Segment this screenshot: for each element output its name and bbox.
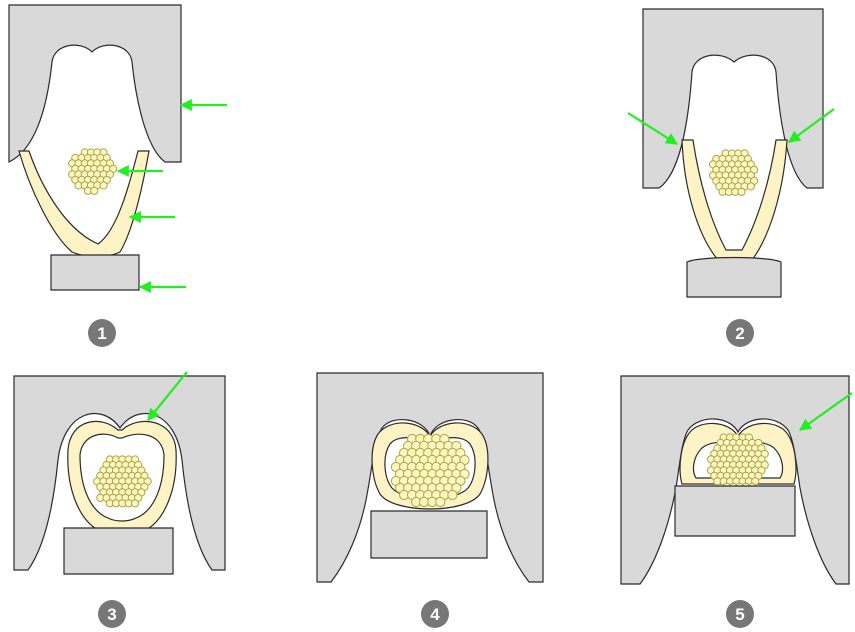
- step-badge-2: 2: [726, 319, 754, 347]
- wire-strand: [99, 181, 108, 190]
- wire-strand: [130, 499, 140, 508]
- step-5-upper-die: [620, 375, 850, 585]
- step-3-wire-bundle: [93, 455, 152, 508]
- step-1-diagram: [8, 4, 227, 294]
- step-2-terminal: [681, 139, 788, 261]
- step-1-wire-bundle: [68, 148, 118, 195]
- step-badge-4: 4: [421, 600, 449, 628]
- step-badge-1: 1: [88, 319, 116, 347]
- wire-strand: [90, 186, 99, 195]
- step-4-diagram: [316, 372, 544, 583]
- wire-strand: [435, 496, 446, 508]
- step-1-terminal: [18, 150, 150, 258]
- step-1-upper-die: [8, 4, 182, 163]
- step-number-2: 2: [735, 324, 744, 343]
- step-badge-5: 5: [726, 600, 754, 628]
- step-badge-3: 3: [98, 600, 126, 628]
- step-3-arrow-seam: [147, 371, 188, 421]
- wire-strand: [746, 182, 756, 191]
- wire-strand: [447, 489, 458, 501]
- step-2-diagram: [627, 8, 835, 298]
- step-3-upper-die: [13, 375, 226, 571]
- step-2-lower-anvil: [686, 256, 782, 298]
- step-5-lower-anvil: [674, 485, 796, 537]
- step-number-3: 3: [107, 605, 116, 624]
- step-number-5: 5: [735, 605, 744, 624]
- step-5-diagram: [620, 375, 853, 585]
- step-2-wire-bundle: [709, 149, 759, 196]
- step-4-wire-bundle: [390, 433, 470, 508]
- step-5-arrow: [799, 392, 853, 431]
- step-number-1: 1: [97, 324, 106, 343]
- step-2-upper-die: [642, 8, 824, 189]
- step-2-arrow-left: [627, 112, 679, 145]
- step-3-lower-anvil: [63, 527, 174, 575]
- step-number-4: 4: [430, 605, 440, 624]
- step-4-lower-anvil: [370, 510, 488, 559]
- step-2-arrow-right: [788, 108, 835, 143]
- wire-strand: [737, 187, 746, 196]
- step-3-diagram: [13, 371, 226, 575]
- step-5-wire-bundle: [707, 433, 769, 491]
- step-1-lower-anvil: [50, 254, 140, 291]
